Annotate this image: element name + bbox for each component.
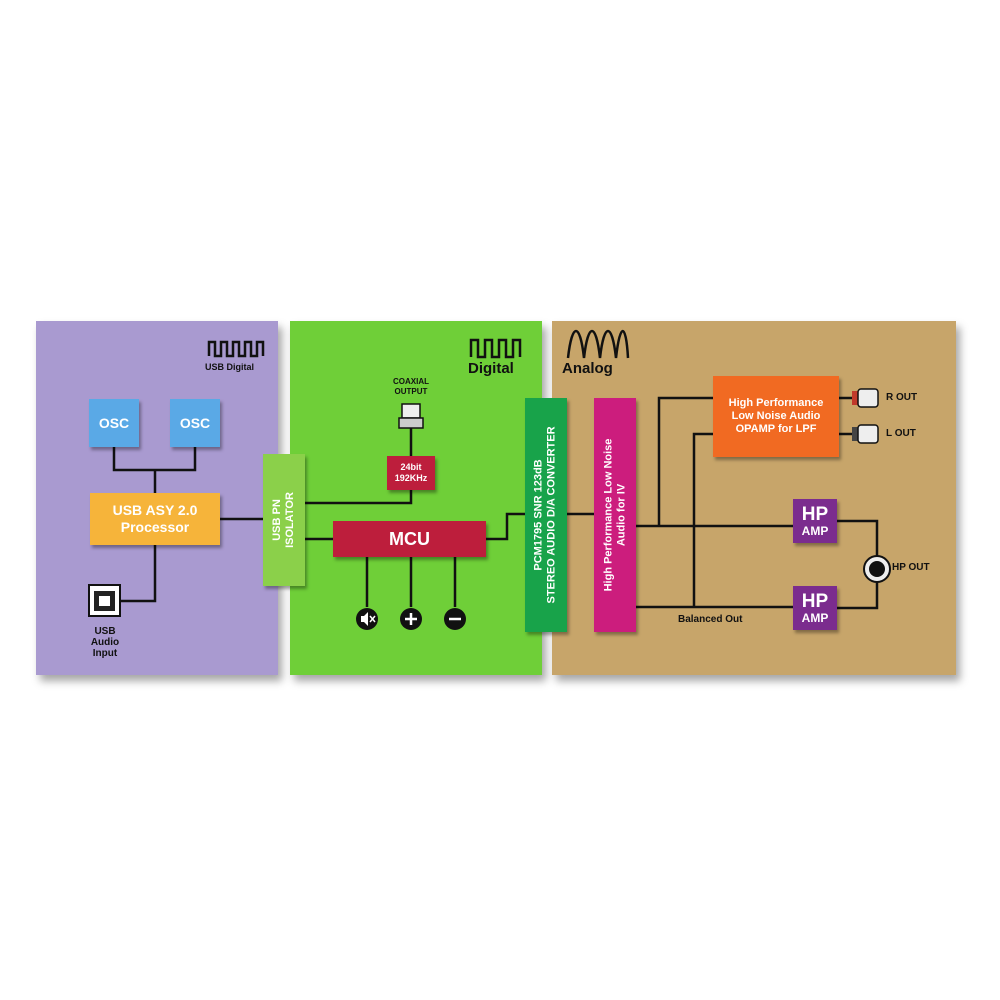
hp-out-connector — [837, 519, 879, 610]
coaxial-label-line: COAXIAL — [393, 377, 429, 386]
usb-processor-block: USB ASY 2.0 Processor — [90, 493, 220, 545]
mute-icon — [356, 608, 378, 630]
rca-jack-icon — [852, 424, 879, 444]
opamp-label-line: High Performance — [728, 397, 824, 409]
usb-input-label-line: USB — [94, 626, 116, 637]
osc-block: OSC — [89, 399, 139, 447]
usb-processor-subtitle: Processor — [120, 519, 190, 535]
iv-label-line: Audio for IV — [615, 483, 627, 547]
mcu-block: MCU — [333, 521, 486, 557]
usb-b-port-icon — [88, 584, 121, 617]
hp-amp-block: HP AMP — [793, 586, 837, 630]
usb-input-label-line: Audio — [90, 637, 120, 648]
opamp-label-line: Low Noise Audio — [731, 410, 821, 422]
usb-digital-section-title: USB Digital — [205, 362, 255, 372]
iv-analog-connector — [636, 396, 793, 609]
opamp-rca-connector — [839, 396, 852, 436]
square-wave-icon — [469, 338, 522, 359]
sample-rate-frequency: 192KHz — [394, 473, 428, 483]
opamp-label-line: OPAMP for LPF — [735, 423, 817, 435]
headphone-jack-icon — [863, 555, 891, 583]
balanced-out-label: Balanced Out — [678, 614, 743, 625]
hp-amp-block: HP AMP — [793, 499, 837, 543]
hp-amp-label: HP — [801, 591, 829, 612]
plus-icon — [400, 608, 422, 630]
usb-input-connector — [120, 545, 157, 603]
sample-rate-block: 24bit 192KHz — [387, 456, 435, 490]
l-out-label: L OUT — [886, 428, 916, 439]
digital-section-title: Digital — [468, 360, 514, 377]
usb-audio-input-label: USB Audio Input — [84, 626, 126, 659]
isolator-label-line: USB PN — [271, 499, 284, 541]
opamp-lpf-block: High Performance Low Noise Audio OPAMP f… — [713, 376, 839, 457]
hp-out-label: HP OUT — [892, 562, 930, 573]
minus-icon — [444, 608, 466, 630]
isolator-label-line: ISOLATOR — [284, 492, 297, 548]
isolator-coax-connector — [305, 428, 413, 505]
sample-rate-bits: 24bit — [400, 462, 422, 472]
dac-label-line: PCM1795 SNR 123dB — [533, 459, 545, 571]
usb-processor-title: USB ASY 2.0 — [112, 502, 198, 518]
usb-input-label-line: Input — [92, 648, 118, 659]
analog-section-title: Analog — [562, 360, 613, 377]
coaxial-label-line: OUTPUT — [394, 387, 428, 396]
dac-label-line: STEREO AUDIO D/A CONVERTER — [546, 426, 558, 604]
osc-block: OSC — [170, 399, 220, 447]
iv-label-line: High Performance Low Noise — [602, 438, 614, 592]
hp-amp-label: HP — [801, 504, 829, 525]
r-out-label: R OUT — [886, 392, 918, 403]
square-wave-icon — [207, 340, 265, 358]
rca-jack-icon — [852, 388, 879, 408]
osc-connector — [112, 447, 197, 493]
sine-wave-icon — [566, 330, 630, 359]
mcu-buttons-connector — [365, 557, 457, 607]
coaxial-output-label: COAXIAL OUTPUT — [380, 377, 442, 397]
mcu-dac-connector — [486, 512, 525, 541]
hp-amp-sublabel: AMP — [801, 611, 829, 625]
hp-amp-sublabel: AMP — [801, 524, 829, 538]
coaxial-jack-icon — [398, 403, 424, 429]
